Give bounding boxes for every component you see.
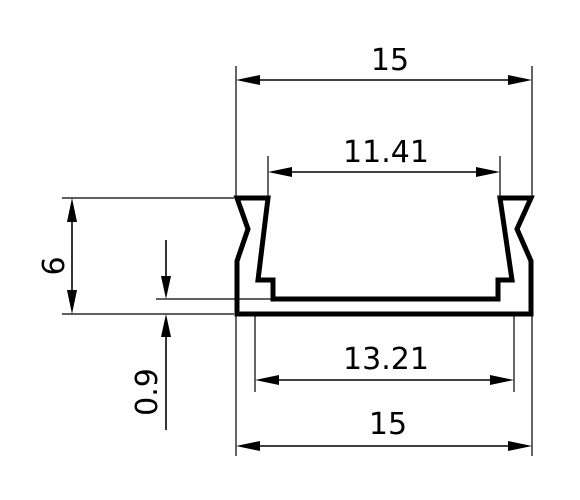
inner-top-arrow-right: [476, 167, 500, 177]
height-arrow-bottom: [67, 290, 77, 314]
height-arrow-top: [67, 198, 77, 222]
inner-top-width-label: 11.41: [343, 135, 429, 170]
base-thickness-label: 0.9: [130, 368, 165, 416]
top-width-arrow-right: [508, 75, 532, 85]
inner-bottom-width-label: 13.21: [343, 342, 429, 377]
inner-top-width-dimension: 11.41: [267, 135, 501, 196]
inner-top-arrow-left: [268, 167, 292, 177]
base-thickness-arrow-top: [161, 276, 171, 299]
height-dimension: 6: [37, 197, 234, 315]
bottom-width-arrow-right: [508, 441, 532, 451]
inner-bottom-arrow-right: [490, 375, 514, 385]
bottom-width-arrow-left: [236, 441, 260, 451]
bottom-width-label: 15: [369, 407, 407, 442]
inner-bottom-arrow-left: [255, 375, 279, 385]
channel-profile-outline: [233, 195, 535, 317]
top-width-label: 15: [371, 43, 409, 78]
bottom-width-dimension: 15: [235, 316, 533, 456]
inner-bottom-width-dimension: 13.21: [254, 316, 515, 392]
top-width-dimension: 15: [235, 43, 533, 196]
top-width-arrow-left: [236, 75, 260, 85]
base-thickness-arrow-bottom: [161, 314, 171, 337]
base-thickness-dimension: 0.9: [130, 240, 272, 430]
height-label: 6: [37, 256, 72, 275]
